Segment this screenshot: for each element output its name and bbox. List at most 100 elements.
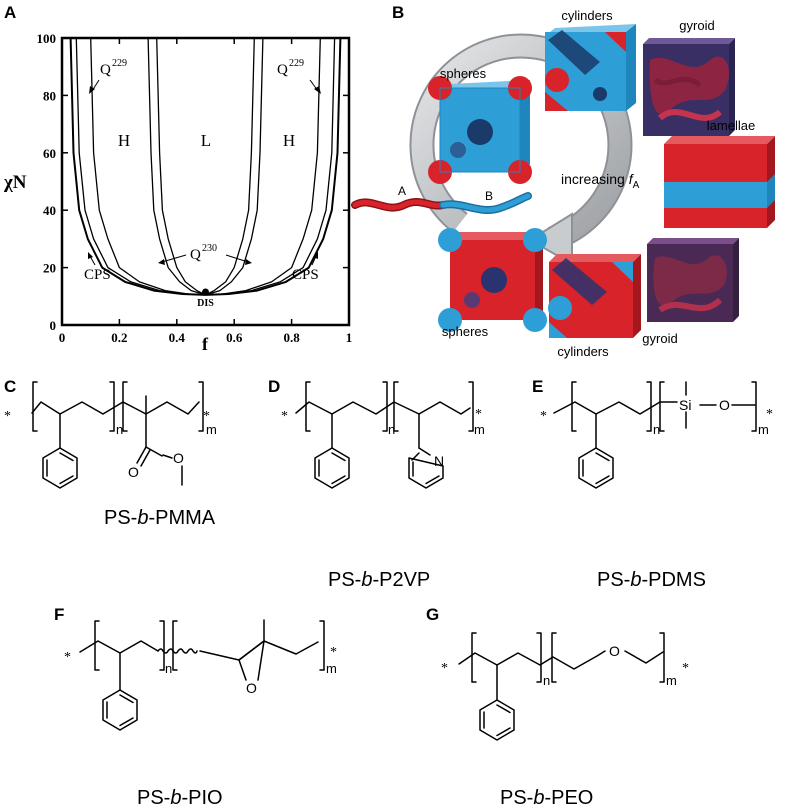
phase-boundaries — [69, 37, 342, 296]
backbone — [458, 650, 606, 670]
bracket — [94, 620, 100, 671]
q229-right-base: Q — [277, 62, 288, 78]
x-tick-label: 0.2 — [111, 330, 127, 345]
arrowhead — [314, 86, 321, 94]
bracket — [646, 381, 652, 432]
arrowhead — [89, 86, 95, 94]
structure-ps-b-p2vp — [295, 381, 474, 489]
polymer-name-e: PS-b-PDMS — [597, 569, 706, 591]
bracket — [32, 381, 38, 432]
backbone — [79, 640, 159, 654]
structure-ps-b-pdms — [553, 381, 757, 489]
bracket — [659, 381, 665, 432]
arrowhead — [528, 212, 573, 266]
star: * — [441, 661, 448, 676]
backbone — [199, 640, 319, 661]
x-tick-label: 0 — [59, 330, 66, 345]
q229-left-base: Q — [100, 62, 111, 78]
panel-label-a: A — [4, 3, 16, 22]
plot-frame — [60, 36, 351, 327]
phenyl-ring — [42, 447, 78, 489]
bracket — [172, 620, 178, 671]
subscript-n: n — [653, 422, 660, 437]
panel-label-e: E — [532, 377, 543, 396]
ester-bond — [145, 446, 173, 459]
cube-gyroid-bottom — [647, 238, 739, 322]
region-h-left: H — [118, 131, 130, 150]
subscript-m: m — [666, 673, 677, 688]
bracket — [122, 381, 128, 432]
diblock-chain: A B — [351, 184, 532, 214]
x-axis-label: f — [202, 334, 209, 354]
labels-c: * * n m O O PS-b-PMMA — [4, 409, 217, 529]
bracket — [571, 381, 577, 432]
backbone — [31, 401, 200, 415]
increasing-fa-label: increasing fA — [561, 171, 640, 191]
panel-label-g: G — [426, 605, 439, 624]
y-axis-label: χN — [3, 172, 27, 193]
label-q229-left: Q 229 — [89, 58, 127, 94]
region-h-right: H — [283, 131, 295, 150]
cube-spheres-top — [428, 76, 532, 184]
y-tick-label: 80 — [43, 88, 56, 103]
increasing-text: increasing — [561, 171, 629, 187]
phenyl-ring — [578, 447, 614, 489]
chain-label-b: B — [485, 189, 493, 203]
epoxide-ring — [238, 640, 265, 681]
cube-cylinders-top — [545, 24, 636, 111]
bracket — [659, 632, 665, 683]
y-tick-label: 60 — [43, 146, 56, 161]
subscript-m: m — [474, 422, 485, 437]
phase-boundary-curve — [147, 37, 264, 296]
q229-right-sup: 229 — [289, 58, 304, 69]
phenyl-ring — [479, 699, 515, 741]
y-tick-label: 0 — [50, 318, 57, 333]
phenyl-ring — [102, 689, 138, 731]
star: * — [4, 409, 11, 424]
bracket — [382, 381, 388, 432]
cps-left: CPS — [84, 267, 111, 283]
star: * — [281, 409, 288, 424]
labels-g: * * n m O PS-b-PEO — [441, 643, 689, 809]
label-q229-right: Q 229 — [277, 58, 321, 94]
chain-label-a: A — [398, 184, 406, 198]
increasing-fa-arrow — [409, 33, 633, 266]
subscript-m: m — [758, 422, 769, 437]
carbonyl — [136, 446, 151, 467]
q229-left-sup: 229 — [112, 58, 127, 69]
y-tick-label: 100 — [37, 31, 57, 46]
label-spheres-bottom: spheres — [442, 324, 489, 339]
arrowhead — [313, 252, 318, 259]
arrowhead — [88, 252, 93, 259]
x-tick-label: 1 — [346, 330, 353, 345]
star: * — [475, 407, 482, 422]
subscript-n: n — [116, 422, 123, 437]
label-cps-left: CPS — [84, 252, 111, 283]
polymer-name-d-text: PS-b-P2VP — [328, 569, 430, 591]
q230-base: Q — [190, 247, 201, 263]
cube-gyroid-top — [643, 38, 735, 136]
phenyl-double-bonds — [582, 452, 610, 485]
subscript-n: n — [543, 673, 550, 688]
bracket — [159, 620, 165, 671]
chemical-structures: * * n m O O PS-b-PMMA C * * n m — [4, 377, 773, 809]
panel-label-c: C — [4, 377, 16, 396]
bracket — [471, 632, 477, 683]
phenyl-double-bonds — [318, 452, 346, 485]
label-gyroid-bottom: gyroid — [642, 331, 677, 346]
star: * — [64, 650, 71, 665]
x-tick-label: 0.4 — [169, 330, 186, 345]
bracket — [393, 381, 399, 432]
cube-spheres-bottom — [438, 228, 547, 332]
label-cps-right: CPS — [292, 252, 319, 283]
star: * — [766, 407, 773, 422]
bracket — [109, 381, 115, 432]
label-gyroid-top: gyroid — [679, 18, 714, 33]
critical-point-dot — [202, 288, 209, 296]
structure-ps-b-pio — [79, 619, 325, 731]
oxygen: O — [128, 464, 139, 480]
labels-d: * * n m N PS-b-P2VP — [281, 407, 485, 591]
